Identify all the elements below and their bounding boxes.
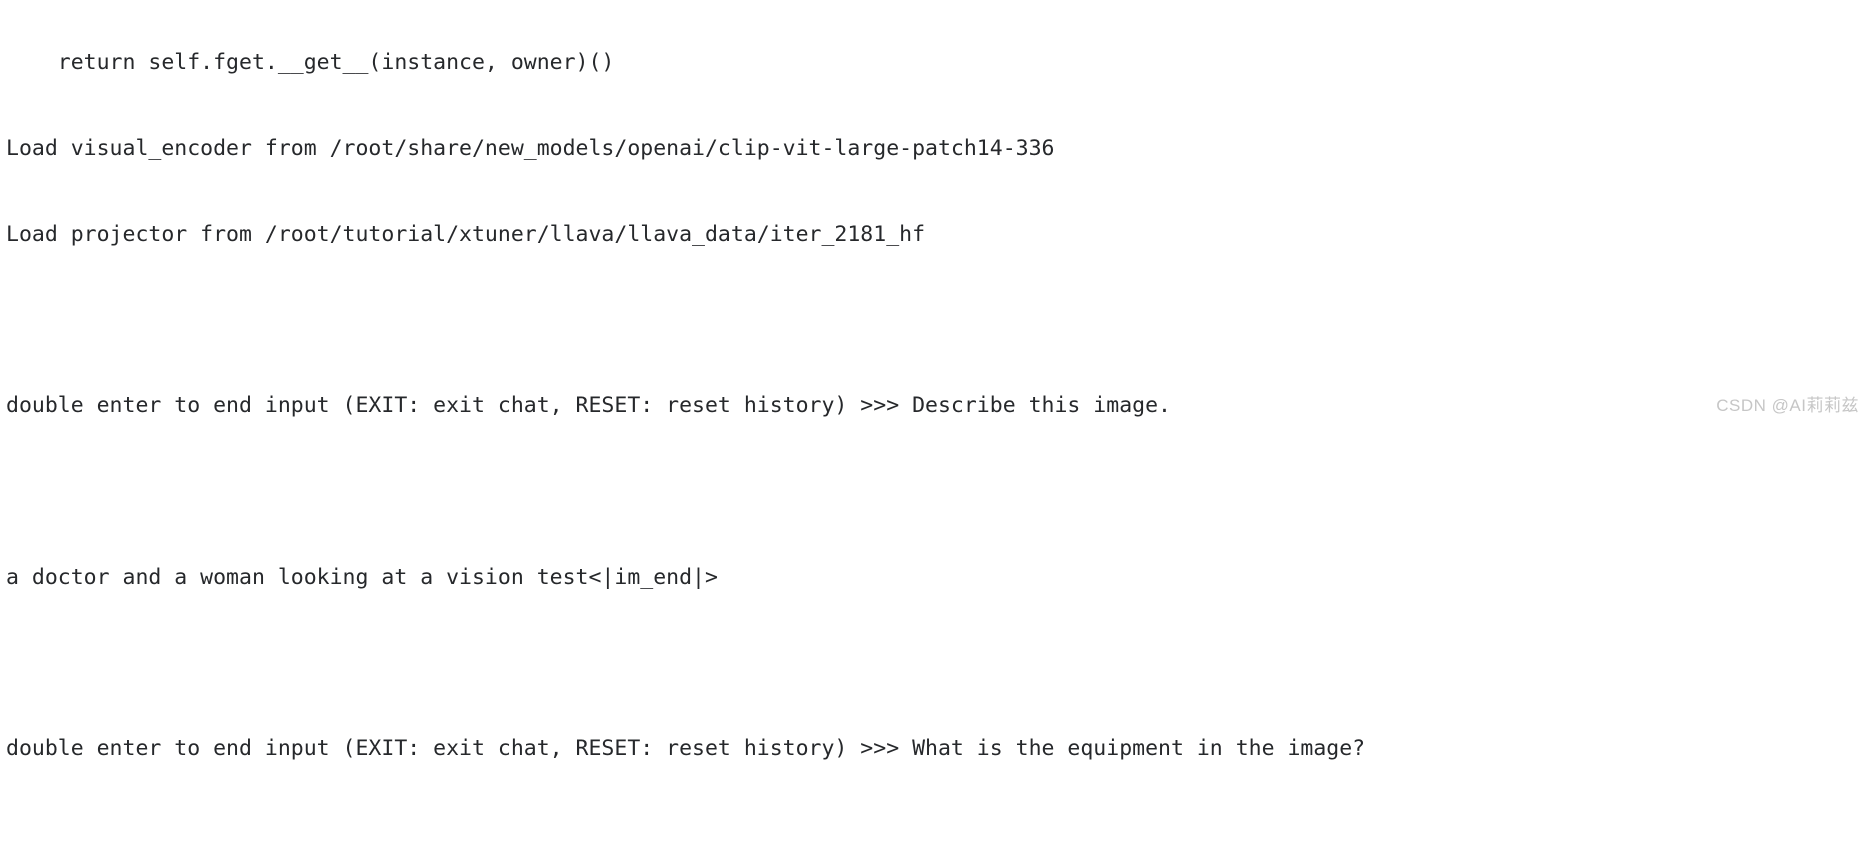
terminal-line-traceback-tail: return self.fget.__get__(instance, owner… bbox=[6, 50, 615, 76]
terminal-window[interactable]: return self.fget.__get__(instance, owner… bbox=[0, 0, 1875, 761]
terminal-line-prompt-1: double enter to end input (EXIT: exit ch… bbox=[6, 393, 1171, 419]
terminal-line-blank-2 bbox=[0, 478, 1875, 507]
csdn-watermark: CSDN @AI莉莉兹 bbox=[1716, 396, 1859, 415]
terminal-line-blank-4 bbox=[0, 821, 1875, 846]
terminal-line-load-visual-encoder: Load visual_encoder from /root/share/new… bbox=[6, 135, 1055, 161]
terminal-line-prompt-2: double enter to end input (EXIT: exit ch… bbox=[6, 736, 1366, 762]
terminal-line-load-projector: Load projector from /root/tutorial/xtune… bbox=[6, 221, 926, 247]
terminal-line-blank-1 bbox=[0, 307, 1875, 336]
terminal-line-response-1: a doctor and a woman looking at a vision… bbox=[6, 564, 718, 590]
terminal-line-blank-3 bbox=[0, 650, 1875, 679]
